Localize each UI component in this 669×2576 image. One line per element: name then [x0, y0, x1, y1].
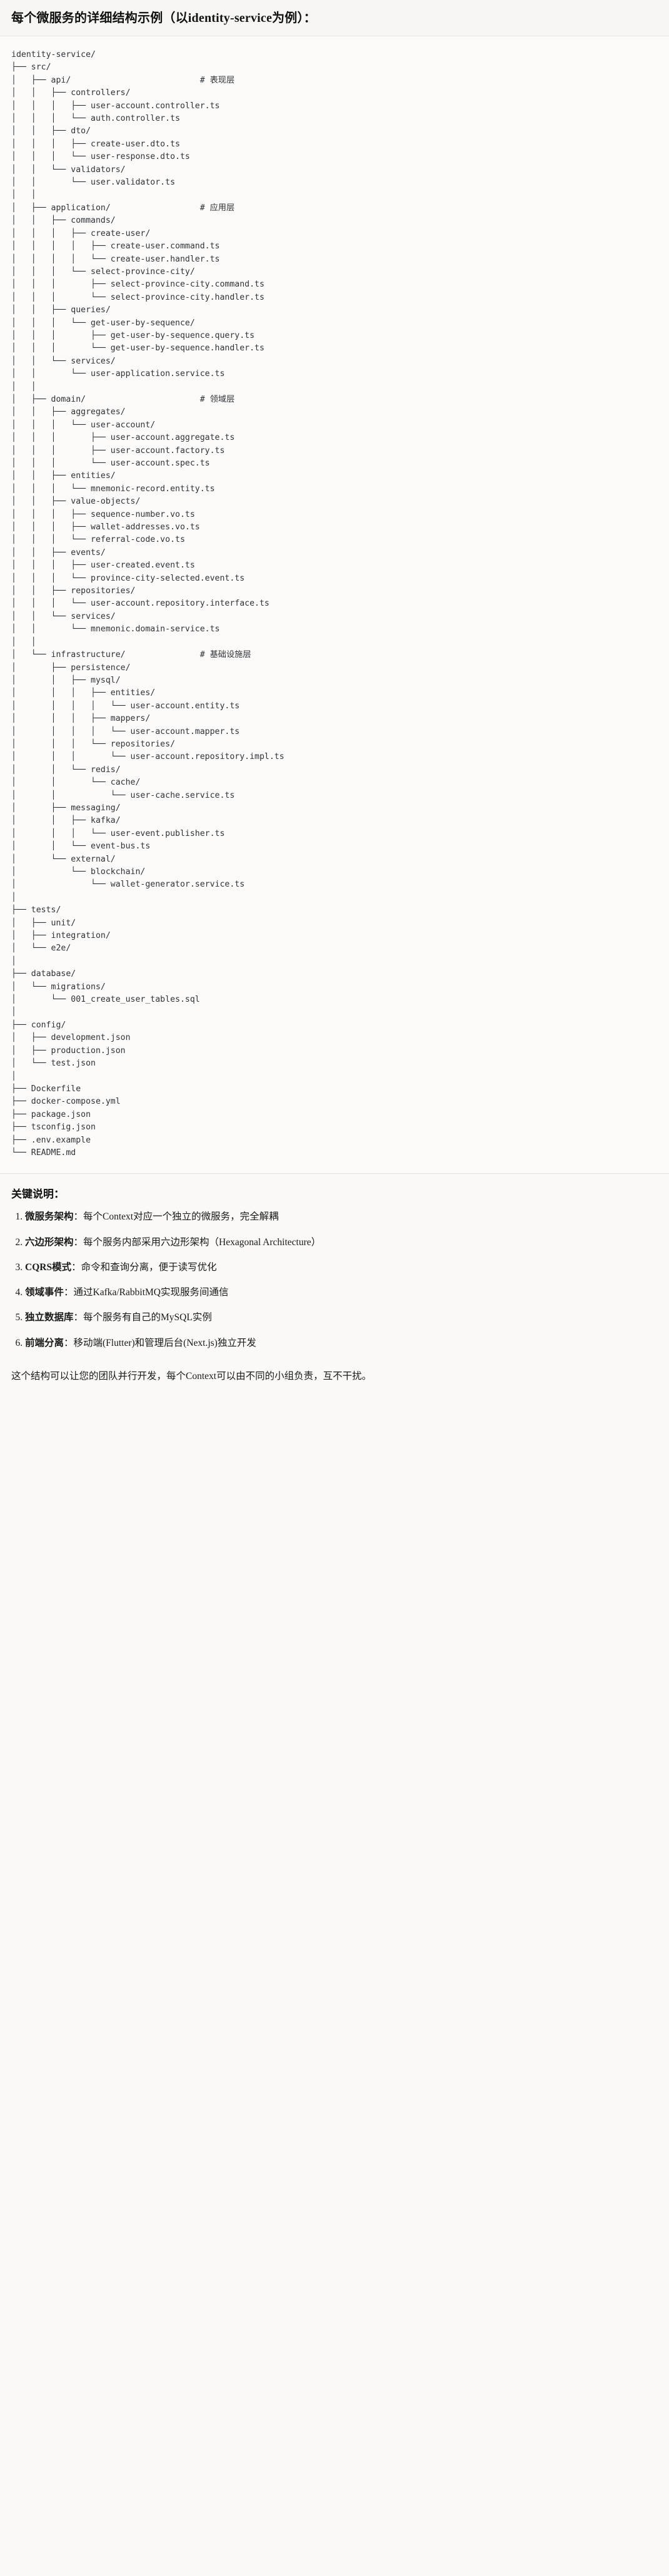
note-term: 六边形架构	[25, 1236, 74, 1248]
note-description: ：通过Kafka/RabbitMQ实现服务间通信	[64, 1287, 229, 1298]
key-notes-section: 关键说明： 微服务架构：每个Context对应一个独立的微服务，完全解耦 六边形…	[0, 1174, 669, 1357]
note-description: ：每个服务有自己的MySQL实例	[73, 1312, 212, 1323]
key-notes-list: 微服务架构：每个Context对应一个独立的微服务，完全解耦 六边形架构：每个服…	[11, 1209, 658, 1350]
directory-tree-block: identity-service/ ├── src/ │ ├── api/ # …	[0, 36, 669, 1174]
list-item: 微服务架构：每个Context对应一个独立的微服务，完全解耦	[25, 1209, 658, 1224]
list-item: 前端分离：移动端(Flutter)和管理后台(Next.js)独立开发	[25, 1336, 658, 1350]
list-item: 领域事件：通过Kafka/RabbitMQ实现服务间通信	[25, 1285, 658, 1300]
note-term: 微服务架构	[25, 1211, 74, 1223]
note-term: 领域事件	[25, 1287, 64, 1298]
document-header: 每个微服务的详细结构示例（以identity-service为例）：	[0, 0, 669, 36]
list-item: 六边形架构：每个服务内部采用六边形架构（Hexagonal Architectu…	[25, 1235, 658, 1250]
directory-tree: identity-service/ ├── src/ │ ├── api/ # …	[11, 50, 284, 1158]
note-description: ：每个服务内部采用六边形架构（Hexagonal Architecture）	[73, 1236, 321, 1248]
list-item: CQRS模式：命令和查询分离，便于读写优化	[25, 1260, 658, 1275]
note-term: 前端分离	[25, 1337, 64, 1348]
document-page: 每个微服务的详细结构示例（以identity-service为例）： ident…	[0, 0, 669, 1395]
list-item: 独立数据库：每个服务有自己的MySQL实例	[25, 1310, 658, 1325]
note-description: ：每个Context对应一个独立的微服务，完全解耦	[73, 1211, 279, 1223]
closing-paragraph: 这个结构可以让您的团队并行开发，每个Context可以由不同的小组负责，互不干扰…	[0, 1368, 669, 1395]
note-description: ：命令和查询分离，便于读写优化	[71, 1261, 217, 1273]
key-notes-title: 关键说明：	[11, 1188, 64, 1201]
note-term: 独立数据库	[25, 1312, 74, 1323]
note-description: ：移动端(Flutter)和管理后台(Next.js)独立开发	[64, 1337, 256, 1348]
note-term: CQRS模式	[25, 1261, 72, 1273]
page-title: 每个微服务的详细结构示例（以identity-service为例）：	[11, 11, 316, 25]
